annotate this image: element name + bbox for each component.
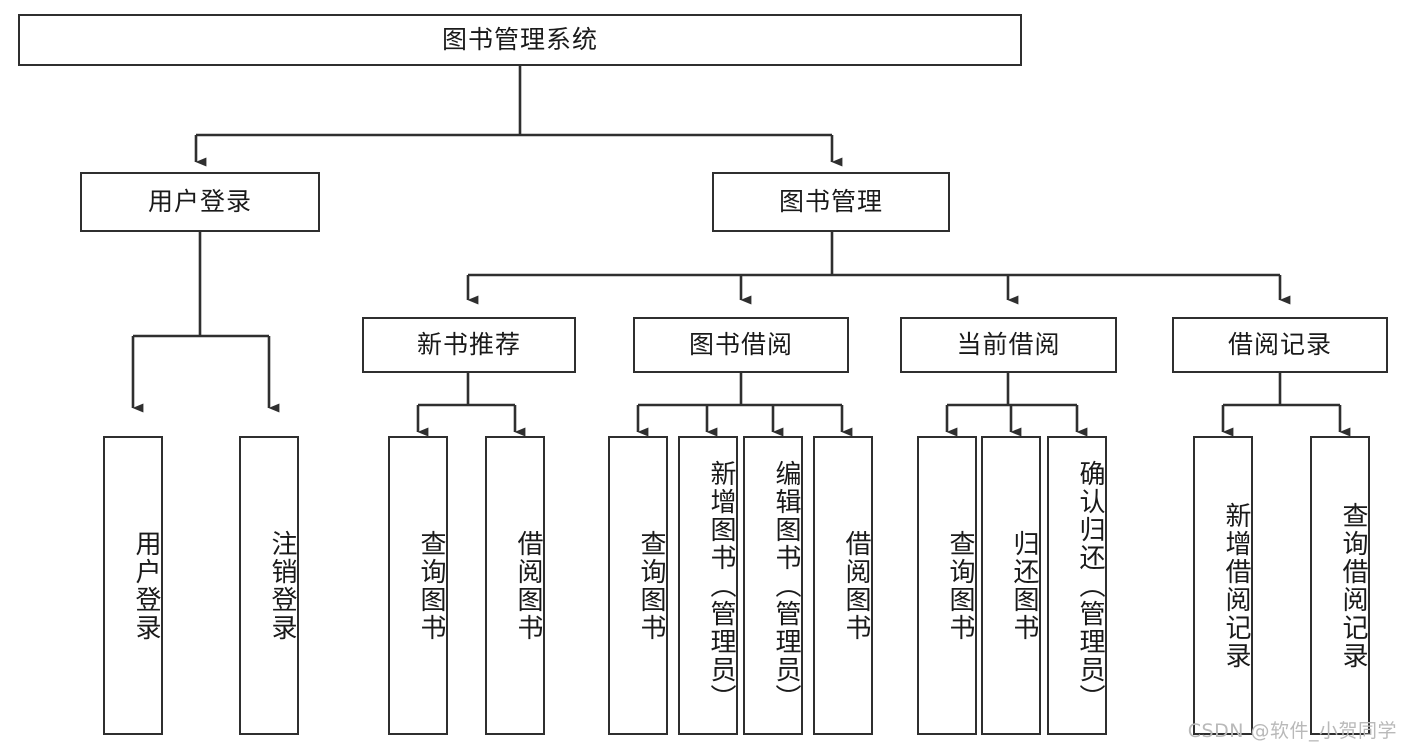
leaf-current-confirm-return-admin[interactable]: 确认归还（管理员）	[1047, 436, 1107, 735]
leaf-current-query-book[interactable]: 查询图书	[917, 436, 977, 735]
node-label: 确认归还（管理员）	[1075, 459, 1105, 712]
node-label: 查询图书	[636, 529, 666, 642]
leaf-record-query-record[interactable]: 查询借阅记录	[1310, 436, 1370, 735]
leaf-user-login-logout[interactable]: 注销登录	[239, 436, 299, 735]
node-label: 编辑图书（管理员）	[771, 459, 801, 712]
node-label: 查询图书	[945, 529, 975, 642]
leaf-current-return-book[interactable]: 归还图书	[981, 436, 1041, 735]
node-book-management[interactable]: 图书管理	[712, 172, 950, 232]
node-book-borrow[interactable]: 图书借阅	[633, 317, 849, 373]
watermark-text: CSDN @软件_小贺同学	[1187, 720, 1397, 742]
node-label: 图书管理系统	[441, 25, 598, 55]
leaf-borrow-borrow-book[interactable]: 借阅图书	[813, 436, 873, 735]
node-label: 新书推荐	[416, 330, 521, 360]
node-user-login[interactable]: 用户登录	[80, 172, 320, 232]
leaf-user-login-login[interactable]: 用户登录	[103, 436, 163, 735]
node-borrow-record[interactable]: 借阅记录	[1172, 317, 1388, 373]
node-label: 用户登录	[147, 187, 252, 217]
leaf-borrow-query-book[interactable]: 查询图书	[608, 436, 668, 735]
node-label: 图书借阅	[688, 330, 793, 360]
node-current-borrow[interactable]: 当前借阅	[900, 317, 1117, 373]
node-root-system[interactable]: 图书管理系统	[18, 14, 1022, 66]
node-label: 查询图书	[416, 529, 446, 642]
node-new-book-recommend[interactable]: 新书推荐	[362, 317, 576, 373]
leaf-record-add-record[interactable]: 新增借阅记录	[1193, 436, 1253, 735]
node-label: 图书管理	[778, 187, 883, 217]
node-label: 新增图书（管理员）	[706, 459, 736, 712]
node-label: 借阅记录	[1227, 330, 1332, 360]
node-label: 注销登录	[267, 529, 297, 642]
node-label: 借阅图书	[513, 529, 543, 642]
node-label: 用户登录	[131, 529, 161, 642]
node-label: 借阅图书	[841, 529, 871, 642]
node-label: 当前借阅	[956, 330, 1061, 360]
node-label: 归还图书	[1009, 529, 1039, 642]
leaf-recommend-borrow-book[interactable]: 借阅图书	[485, 436, 545, 735]
leaf-borrow-add-book-admin[interactable]: 新增图书（管理员）	[678, 436, 738, 735]
node-label: 查询借阅记录	[1338, 501, 1368, 670]
leaf-recommend-query-book[interactable]: 查询图书	[388, 436, 448, 735]
node-label: 新增借阅记录	[1221, 501, 1251, 670]
leaf-borrow-edit-book-admin[interactable]: 编辑图书（管理员）	[743, 436, 803, 735]
